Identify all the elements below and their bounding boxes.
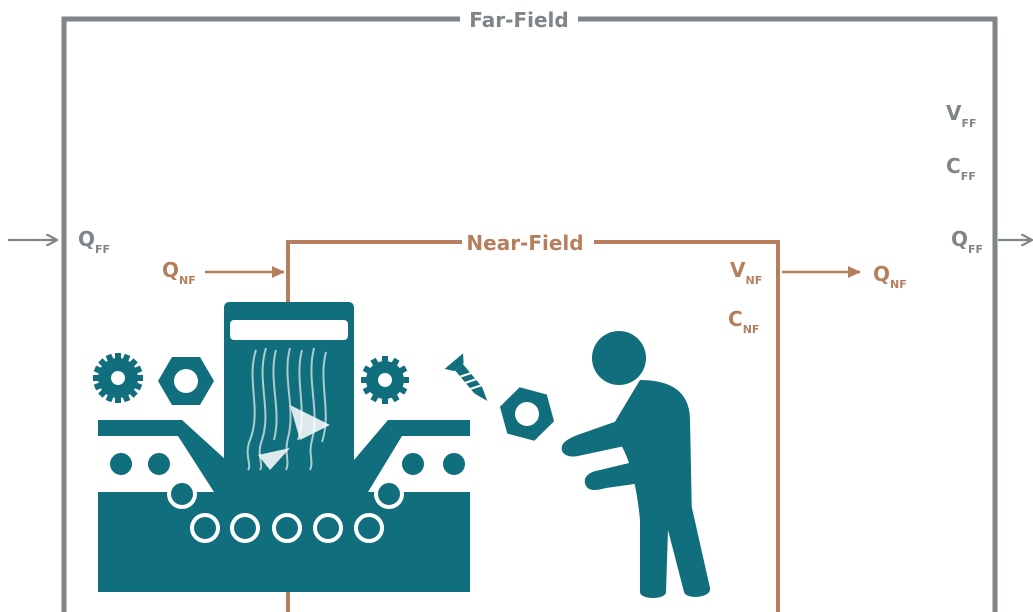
far-field-q-out-label: QFF [951,227,983,256]
near-field-q-in-label: QNF [162,258,196,287]
hex-nut-icon [499,387,555,441]
near-field-c-label: CNF [728,307,759,336]
far-field-q-in-label: QFF [78,227,110,256]
machine-icon [98,302,470,592]
screw-icon [444,353,488,401]
far-field-box [61,16,998,612]
near-field-v-label: VNF [730,258,762,287]
fume-lines [246,347,327,471]
gear-icon [361,356,409,404]
roller-set [106,449,469,543]
near-field-title: Near-Field [466,231,583,255]
near-field-q-out-label: QNF [873,262,907,291]
hex-nut-icon [158,357,214,405]
far-field-v-label: VFF [946,101,977,130]
far-field-title: Far-Field [469,8,568,32]
worker-icon [561,331,711,598]
far-field-c-label: CFF [946,154,976,183]
gear-icon [93,353,143,403]
